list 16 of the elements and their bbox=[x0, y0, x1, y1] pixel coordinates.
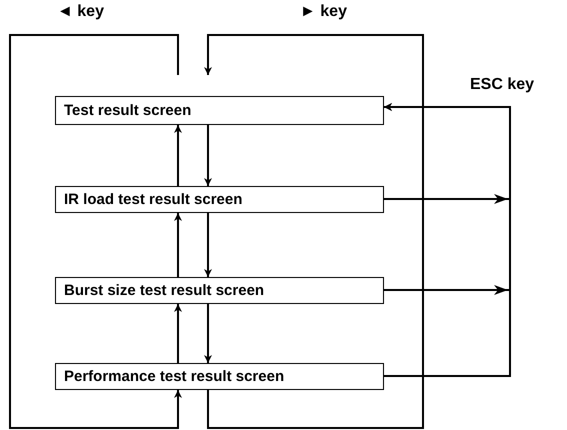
key-label: ► key bbox=[300, 2, 347, 22]
arrow bbox=[174, 304, 182, 363]
screen-box: Test result screen bbox=[55, 96, 384, 125]
screen-box: Performance test result screen bbox=[55, 363, 384, 390]
arrow bbox=[384, 103, 511, 377]
screen-box: IR load test result screen bbox=[55, 186, 384, 213]
arrow bbox=[174, 125, 182, 186]
key-label: ◄ key bbox=[57, 2, 104, 22]
key-label: ESC key bbox=[470, 75, 534, 95]
arrow bbox=[9, 34, 182, 429]
screen-box: Burst size test result screen bbox=[55, 277, 384, 304]
arrow bbox=[204, 34, 424, 429]
arrow bbox=[204, 213, 212, 277]
arrow bbox=[174, 213, 182, 277]
arrow bbox=[204, 125, 212, 186]
arrow bbox=[204, 304, 212, 363]
